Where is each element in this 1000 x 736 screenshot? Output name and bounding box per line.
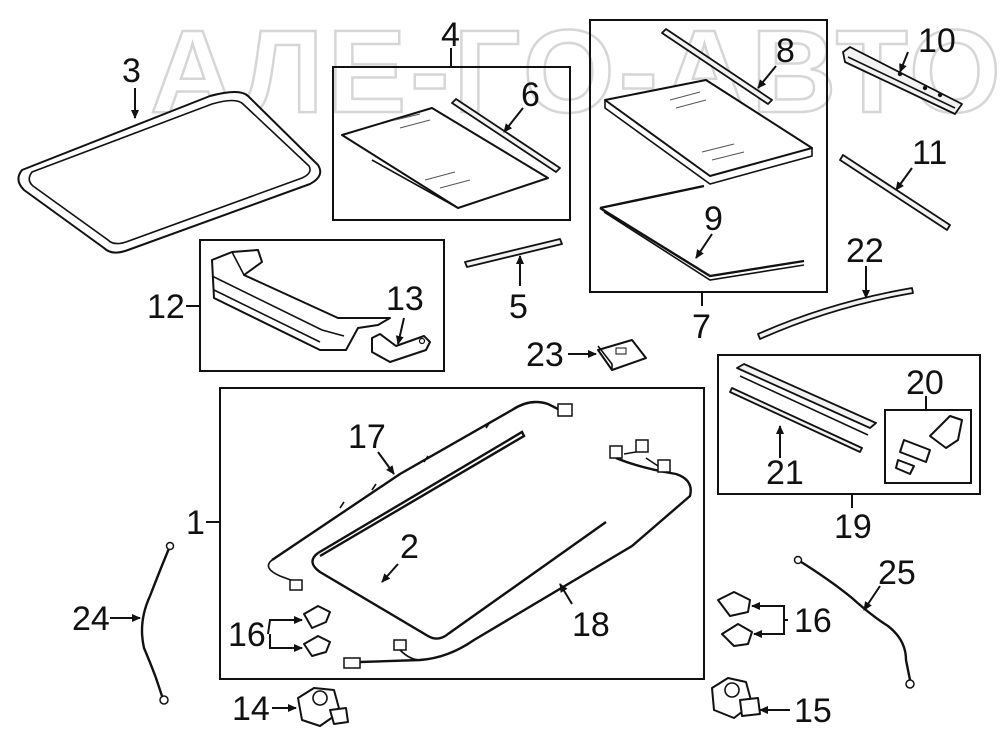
part-12-sunshade [211, 249, 391, 351]
callout-25: 25 [878, 554, 916, 592]
callout-24: 24 [72, 600, 110, 638]
watermark-text: АЛЕ-ГО-АВТО [150, 6, 1000, 138]
part-25-hose [793, 555, 915, 689]
part-18-cable [343, 439, 692, 669]
leader-25 [863, 585, 881, 611]
group-box-19 [717, 354, 981, 495]
callout-22: 22 [846, 232, 884, 270]
part-20-bracket [895, 415, 963, 475]
part-16-clips-right [717, 591, 753, 647]
leader-16-right-a [751, 602, 788, 621]
callout-13: 13 [386, 280, 424, 318]
callout-4: 4 [441, 16, 460, 54]
part-23-module [597, 339, 647, 371]
callout-8: 8 [776, 32, 795, 70]
leader-11 [895, 167, 913, 191]
part-2-frame [311, 430, 607, 640]
callout-11: 11 [912, 134, 947, 172]
leader-16-left-b [269, 634, 303, 652]
leader-9 [695, 233, 713, 259]
leader-2 [381, 563, 399, 583]
part-7-glass-panel [604, 79, 813, 185]
callout-18: 18 [572, 606, 610, 644]
part-15-motor [711, 677, 761, 719]
callout-3: 3 [122, 52, 141, 90]
leader-13 [395, 317, 405, 345]
leader-10 [899, 51, 909, 73]
callout-23: 23 [526, 336, 564, 374]
callout-7: 7 [692, 308, 711, 346]
callout-14: 14 [232, 690, 270, 728]
leader-18 [559, 583, 573, 605]
part-6-strip [451, 98, 561, 173]
callout-21: 21 [766, 454, 804, 492]
callout-6: 6 [521, 76, 540, 114]
callout-10: 10 [918, 22, 956, 60]
callout-16-left: 16 [228, 616, 266, 654]
part-22-strip [757, 287, 914, 340]
part-11-strip [839, 154, 951, 231]
part-8-strip [661, 28, 773, 105]
leader-6 [503, 107, 524, 133]
part-5-strip [464, 238, 563, 268]
part-10-bracket [842, 46, 963, 115]
leader-17 [377, 451, 395, 475]
part-13-clip [371, 333, 431, 363]
callout-12: 12 [147, 288, 185, 326]
leader-8 [757, 65, 777, 89]
leader-16-left-a [267, 616, 303, 635]
part-3-seal [17, 91, 322, 254]
part-9-seal [599, 184, 805, 281]
leader-16-right-b [753, 620, 785, 638]
callout-2: 2 [400, 528, 419, 566]
callout-15: 15 [794, 692, 832, 730]
callout-5: 5 [509, 288, 528, 326]
part-17-cable [267, 400, 573, 591]
part-16-clips-left [303, 605, 331, 657]
callout-1: 1 [186, 504, 205, 542]
callout-19: 19 [834, 508, 872, 546]
part-4-glass-panel [341, 107, 549, 209]
callout-20: 20 [906, 364, 944, 402]
part-14-motor [297, 687, 349, 727]
group-box-7 [589, 19, 828, 293]
callout-17: 17 [348, 418, 386, 456]
group-box-1 [219, 387, 705, 680]
callout-16-right: 16 [794, 602, 832, 640]
part-19-rail [736, 363, 877, 436]
part-21-rail [729, 387, 863, 453]
part-24-hose [140, 541, 175, 705]
callout-9: 9 [704, 200, 723, 238]
group-box-20 [884, 409, 972, 484]
